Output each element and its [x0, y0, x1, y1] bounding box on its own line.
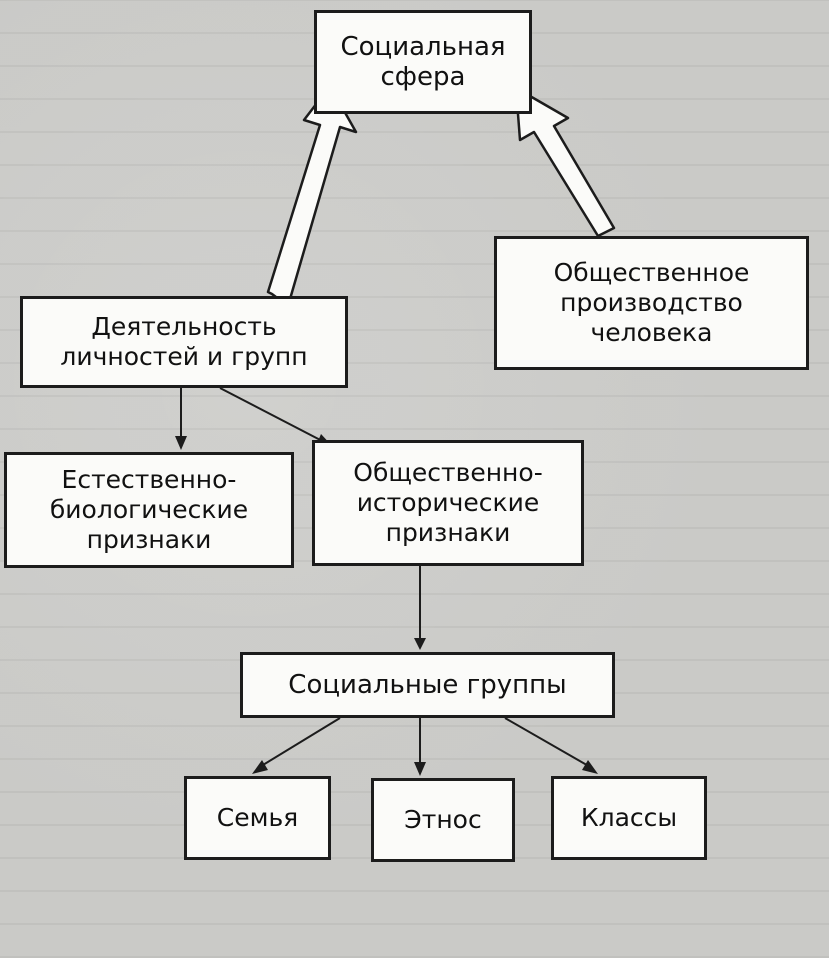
arrowhead-family: [252, 760, 268, 774]
node-natural-biological: Естественно- биологические признаки: [4, 452, 294, 568]
node-social-historical: Общественно- исторические признаки: [312, 440, 584, 566]
connector-groups-to-family: [257, 717, 341, 769]
arrowhead-ethnos: [414, 762, 426, 776]
node-production: Общественное производство человека: [494, 236, 809, 370]
connector-groups-to-classes: [504, 717, 593, 769]
node-classes: Классы: [551, 776, 707, 860]
connector-activity-to-historical: [219, 387, 329, 445]
node-family: Семья: [184, 776, 331, 860]
node-social-sphere: Социальная сфера: [314, 10, 532, 114]
block-arrow-activity-to-sphere: [266, 84, 358, 308]
arrowhead-natural: [175, 436, 187, 450]
node-activity: Деятельность личностей и групп: [20, 296, 348, 388]
arrowhead-groups: [414, 638, 426, 650]
node-ethnos: Этнос: [371, 778, 515, 862]
node-social-groups: Социальные группы: [240, 652, 615, 718]
arrowhead-classes: [582, 760, 598, 774]
block-arrow-production-to-sphere: [514, 86, 616, 238]
